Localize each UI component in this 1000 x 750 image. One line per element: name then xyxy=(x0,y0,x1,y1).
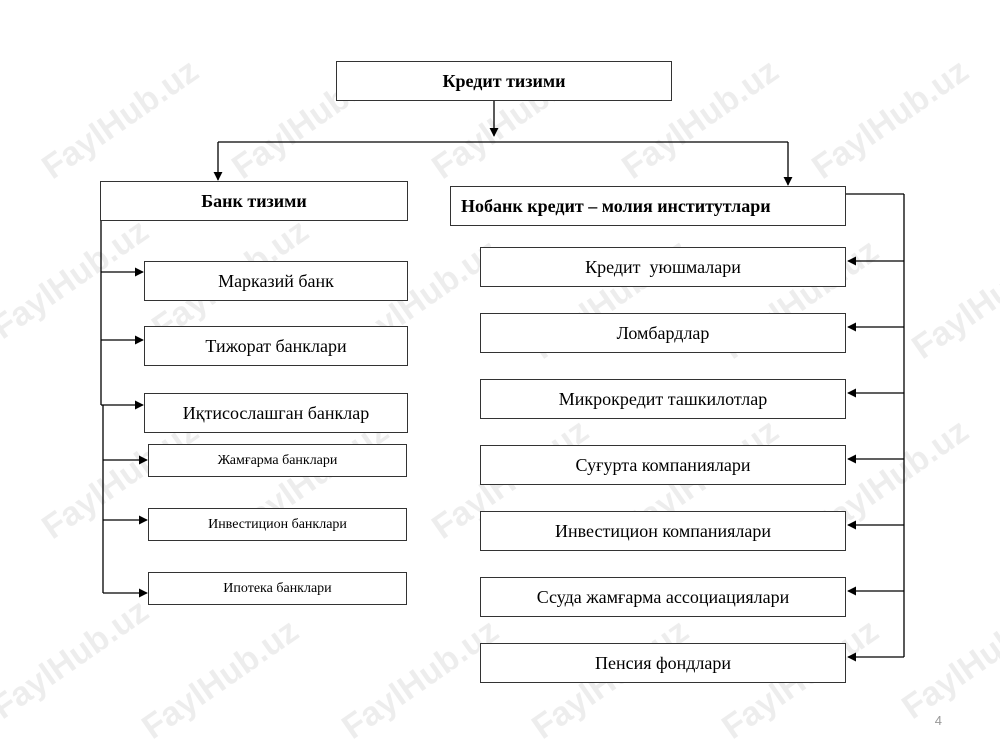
bank-subitem-label: Жамғарма банклари xyxy=(217,452,338,468)
root-node-label: Кредит тизими xyxy=(442,70,566,91)
nonbank-item-credit-unions: Кредит уюшмалари xyxy=(480,247,846,287)
nonbank-item-label: Ссуда жамғарма ассоциациялари xyxy=(536,586,790,607)
nonbank-item-label: Ломбардлар xyxy=(616,322,710,343)
nonbank-item-label: Микрокредит ташкилотлар xyxy=(558,388,768,409)
nonbank-item-investment-companies: Инвестицион компаниялари xyxy=(480,511,846,551)
nonbank-item-pension-funds: Пенсия фондлари xyxy=(480,643,846,683)
nonbank-node: Нобанк кредит – молия институтлари xyxy=(450,186,846,226)
bank-subitem-mortgage: Ипотека банклари xyxy=(148,572,407,605)
bank-item-label: Иқтисослашган банклар xyxy=(182,402,370,423)
nonbank-item-insurance: Суғурта компаниялари xyxy=(480,445,846,485)
nonbank-item-microcredit: Микрокредит ташкилотлар xyxy=(480,379,846,419)
bank-subitem-label: Инвестицион банклари xyxy=(208,516,347,532)
nonbank-item-savings-loan: Ссуда жамғарма ассоциациялари xyxy=(480,577,846,617)
nonbank-item-label: Суғурта компаниялари xyxy=(575,454,751,475)
page-number: 4 xyxy=(934,713,942,728)
bank-item-central: Марказий банк xyxy=(144,261,408,301)
bank-item-label: Тижорат банклари xyxy=(205,335,347,356)
nonbank-item-label: Инвестицион компаниялари xyxy=(555,520,771,541)
nonbank-item-label: Кредит уюшмалари xyxy=(585,256,741,277)
bank-subitem-savings: Жамғарма банклари xyxy=(148,444,407,477)
bank-subitem-label: Ипотека банклари xyxy=(223,580,332,596)
bank-item-specialized: Иқтисослашган банклар xyxy=(144,393,408,433)
bank-item-commercial: Тижорат банклари xyxy=(144,326,408,366)
bank-item-label: Марказий банк xyxy=(218,270,334,291)
bank-system-title: Банк тизими xyxy=(201,190,307,211)
bank-subitem-investment: Инвестицион банклари xyxy=(148,508,407,541)
bank-system-node: Банк тизими xyxy=(100,181,408,221)
nonbank-title: Нобанк кредит – молия институтлари xyxy=(461,195,771,216)
nonbank-item-pawnshops: Ломбардлар xyxy=(480,313,846,353)
root-node-credit-system: Кредит тизими xyxy=(336,61,672,101)
nonbank-item-label: Пенсия фондлари xyxy=(594,652,732,673)
